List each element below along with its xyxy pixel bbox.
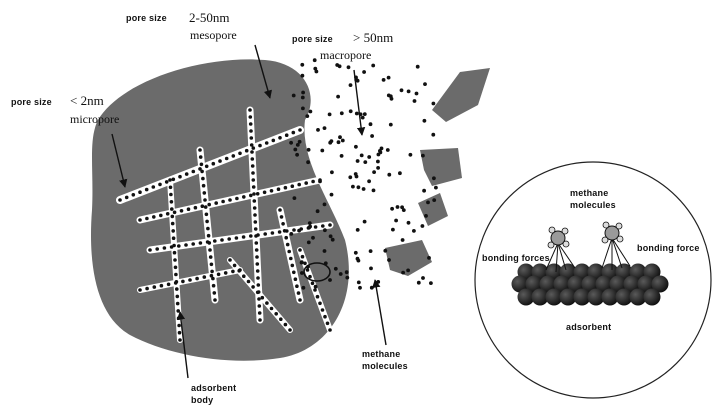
mesopore-size-label: pore size (126, 14, 167, 23)
adsorbent-fragment (420, 148, 462, 186)
micropore-label: micropore (70, 113, 119, 125)
methane-molecules-label-line2: molecules (362, 362, 408, 371)
micropore-size-label: pore size (11, 98, 52, 107)
methane-molecule-right (602, 222, 630, 270)
adsorbent-body-label-line1: adsorbent (191, 384, 236, 393)
mesopore-label: mesopore (190, 29, 237, 41)
bonding-force-label: bonding force (637, 244, 700, 253)
methane-molecules-label-line1: methane (362, 350, 400, 359)
adsorbent-atoms (512, 264, 669, 306)
macropore-label: macropore (320, 49, 371, 61)
adsorbent-label: adsorbent (566, 323, 611, 332)
adsorbent-body (91, 59, 349, 360)
micropore-range: < 2nm (70, 94, 104, 107)
inset-methane-label-line2: molecules (570, 201, 616, 210)
inset-methane-label-line1: methane (570, 189, 608, 198)
mesopore-range: 2-50nm (189, 11, 229, 24)
macropore-size-label: pore size (292, 35, 333, 44)
methane-arrow (375, 280, 386, 345)
bonding-forces-label: bonding forces (482, 254, 550, 263)
adsorbent-fragment (418, 193, 448, 226)
macropore-range: > 50nm (353, 31, 393, 44)
adsorbent-fragment (432, 68, 490, 122)
adsorbent-body-label-line2: body (191, 396, 213, 405)
